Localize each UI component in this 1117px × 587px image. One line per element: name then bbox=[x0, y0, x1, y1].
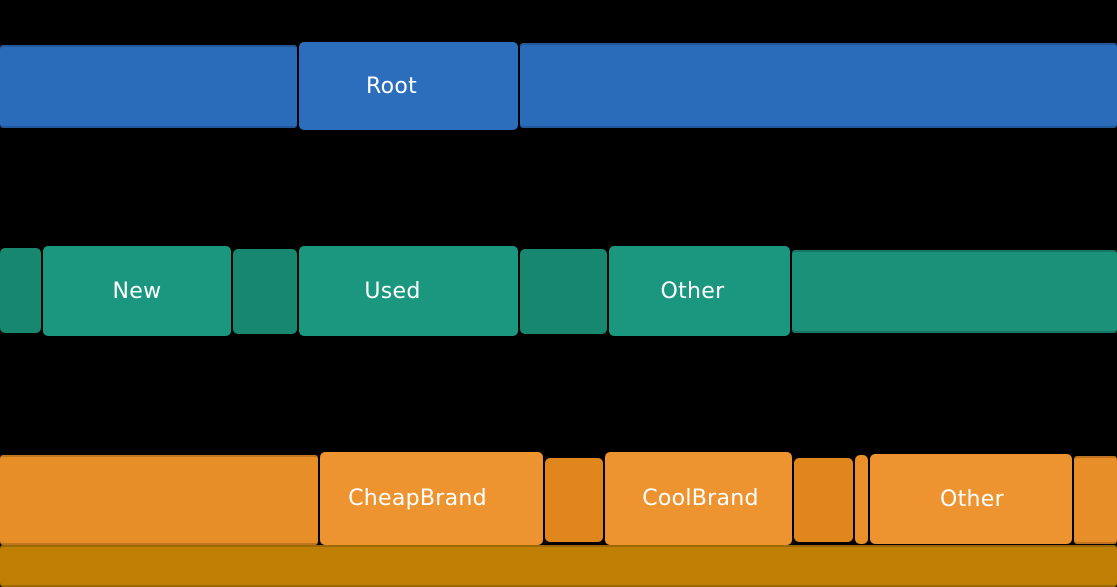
segment-leaf-strip[interactable] bbox=[0, 545, 1117, 587]
segment-brand-1[interactable] bbox=[545, 458, 603, 542]
node-label: Used bbox=[364, 278, 421, 304]
node-cheapbrand[interactable]: CheapBrand bbox=[320, 452, 543, 545]
node-label: Other bbox=[940, 486, 1004, 512]
segment-brand-right[interactable] bbox=[1074, 456, 1117, 544]
node-coolbrand[interactable]: CoolBrand bbox=[605, 452, 792, 545]
node-root[interactable]: Root bbox=[299, 42, 518, 130]
segment-root-right[interactable] bbox=[520, 43, 1117, 128]
node-label: Other bbox=[660, 278, 725, 304]
segment-brand-2[interactable] bbox=[794, 458, 853, 542]
segment-condition-2[interactable] bbox=[233, 249, 297, 334]
node-label: Root bbox=[365, 73, 418, 99]
node-label: CheapBrand bbox=[348, 486, 487, 511]
segment-root-left[interactable] bbox=[0, 45, 297, 128]
segment-condition-right[interactable] bbox=[792, 250, 1117, 333]
segment-brand-sliver[interactable] bbox=[855, 455, 868, 544]
node-other-brand[interactable]: Other bbox=[870, 454, 1072, 544]
segment-brand-left[interactable] bbox=[0, 455, 318, 545]
node-label: New bbox=[112, 278, 162, 304]
segment-condition-1[interactable] bbox=[0, 248, 41, 333]
node-new[interactable]: New bbox=[43, 246, 231, 336]
node-other-condition[interactable]: Other bbox=[609, 246, 790, 336]
node-label: CoolBrand bbox=[642, 486, 759, 511]
node-used[interactable]: Used bbox=[299, 246, 518, 336]
segment-condition-3[interactable] bbox=[520, 249, 607, 334]
